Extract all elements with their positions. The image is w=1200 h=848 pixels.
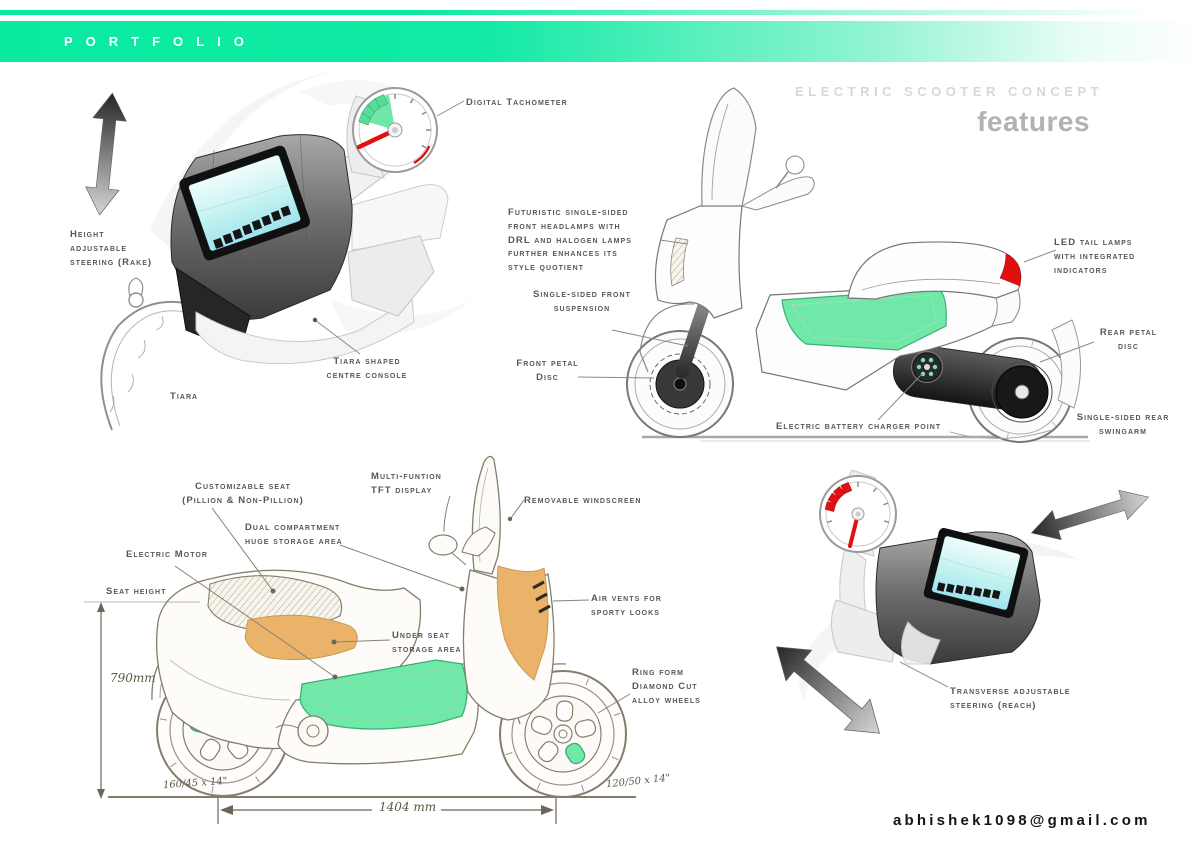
tft-display-pod — [428, 534, 458, 556]
banner: PORTFOLIO — [0, 21, 1200, 62]
label-tail-lamps: LED tail lamps with integrated indicator… — [1054, 237, 1136, 276]
windscreen — [701, 87, 757, 207]
front-suspension — [675, 293, 713, 379]
label-transverse-steering: Transverse adjustable steering (reach) — [950, 686, 1071, 711]
label-headlamps: Futuristic single-sided front headlamps … — [508, 207, 632, 274]
scooter-dimensions-sketch — [84, 455, 636, 824]
reach-console-sketch — [763, 469, 1154, 750]
label-digital-tachometer: Digital Tachometer — [466, 97, 568, 108]
tachometer-gauge-icon — [819, 475, 897, 553]
label-seat-height: Seat height — [106, 586, 167, 597]
label-under-seat-storage: Under seat storage area — [392, 630, 462, 655]
label-tiara-console: Tiara shaped centre console — [326, 356, 408, 381]
concept-kicker: ELECTRIC SCOOTER CONCEPT — [795, 84, 1104, 99]
scooter-features-sketch — [577, 87, 1095, 443]
banner-accent-line — [0, 10, 1200, 15]
electric-motor-hub — [275, 715, 329, 747]
label-tft-display: Multi-funtion TFT display — [371, 471, 442, 496]
label-front-disc: Front petal Disc — [516, 358, 579, 383]
led-tail-lamp — [999, 253, 1021, 287]
console-display — [179, 145, 310, 261]
label-electric-motor: Electric Motor — [126, 549, 209, 560]
label-alloy-wheels: Ring form Diamond Cut alloy wheels — [632, 667, 701, 706]
label-customizable-seat: Customizable seat (Pillion & Non-Pillion… — [182, 481, 304, 506]
label-charger-point: Electric battery charger point — [776, 421, 942, 432]
dim-seat-height-value: 790mm — [110, 671, 156, 685]
label-rear-disc: Rear petal disc — [1099, 327, 1158, 352]
page-title: PORTFOLIO — [64, 34, 257, 49]
tachometer-gauge-icon — [352, 87, 438, 173]
label-removable-windscreen: Removable windscreen — [524, 495, 642, 506]
under-seat-storage — [244, 614, 358, 661]
label-dual-storage: Dual compartment huge storage area — [245, 522, 343, 547]
charger-point — [911, 351, 943, 383]
front-wheel — [626, 330, 734, 438]
centre-console-sketch — [170, 95, 449, 365]
contact-email: abhishek1098@gmail.com — [893, 812, 1151, 829]
features-title: features — [977, 106, 1090, 137]
headlamp — [670, 237, 689, 287]
rake-console-sketch — [82, 72, 470, 431]
label-height-adjustable-steering: Height adjustable steering (Rake) — [70, 229, 153, 268]
console-display — [923, 528, 1029, 618]
label-rear-swingarm: Single-sided rear swingarm — [1076, 412, 1170, 437]
label-tiara: Tiara — [170, 391, 199, 402]
dim-wheelbase: 1404 mm — [374, 801, 442, 813]
rake-height-arrow-icon — [82, 90, 130, 218]
label-air-vents: Air vents for sporty looks — [591, 593, 662, 618]
reach-arrow-upper-icon — [1026, 482, 1154, 548]
wheelbase-dimension — [217, 798, 557, 824]
air-vents — [532, 580, 551, 614]
seat-height-dimension — [84, 601, 200, 799]
label-front-suspension: Single-sided front suspension — [533, 289, 631, 314]
front-storage-compartment — [496, 565, 549, 681]
